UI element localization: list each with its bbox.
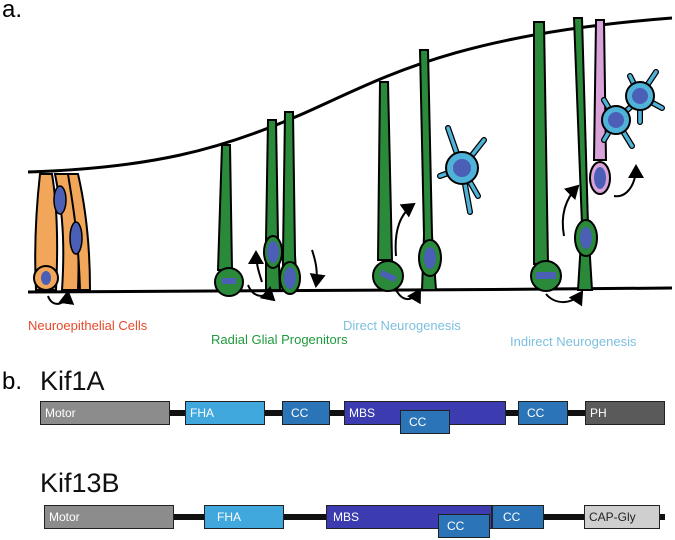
kif13b-domain-fha: FHA: [204, 505, 284, 529]
neuron-indirect-2: [625, 69, 665, 125]
neuroepithelial-cells: [33, 173, 92, 306]
direct-neurogenesis-cells: [372, 49, 487, 305]
kif13b-domain-cc2: CC: [492, 505, 544, 529]
indirect-neurogenesis-cells: [530, 17, 665, 307]
label-direct-neurogenesis: Direct Neurogenesis: [343, 318, 461, 333]
protein-name-kif1a: Kif1A: [40, 366, 105, 396]
kif1a-domain-cc2: CC: [400, 410, 450, 434]
neurogenesis-illustration: [27, 16, 673, 307]
panel-a-label: a.: [2, 0, 23, 23]
kif1a-domain-fha: FHA: [185, 401, 265, 425]
kif13b-domain-cap-gly: CAP-Gly: [584, 505, 660, 529]
label-radial-glia: Radial Glial Progenitors: [211, 332, 348, 347]
label-indirect-neurogenesis: Indirect Neurogenesis: [510, 334, 637, 349]
label-neuroepithelial: Neuroepithelial Cells: [28, 318, 148, 333]
basal-surface: [27, 16, 673, 174]
kif1a-domain-motor: Motor: [40, 401, 170, 425]
radial-glia-cells: [214, 111, 326, 302]
kif1a-domain-ph: PH: [585, 401, 665, 425]
ne-arrow: [47, 290, 75, 306]
neuron-indirect-1: [601, 97, 637, 149]
protein-name-kif13b: Kif13B: [40, 468, 120, 498]
kif1a-domain-cc1: CC: [282, 401, 330, 425]
kif13b-domain-motor: Motor: [44, 505, 174, 529]
kif1a-domain-cc3: CC: [518, 401, 568, 425]
panel-b-label: b.: [2, 368, 23, 395]
apical-surface: [27, 286, 673, 294]
neuron-direct: [437, 125, 487, 215]
kif13b-domain-cc1: CC: [438, 514, 490, 538]
